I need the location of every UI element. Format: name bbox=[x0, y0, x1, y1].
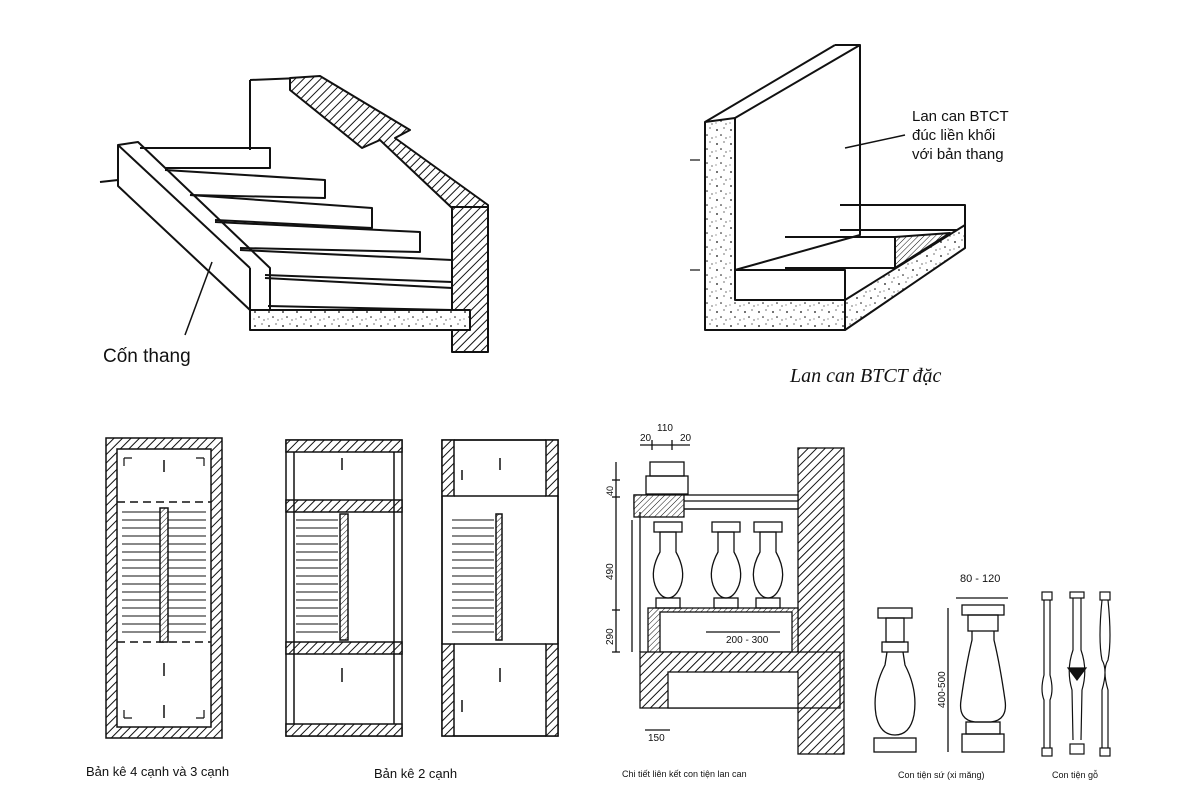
dim-400-500: 400-500 bbox=[937, 671, 948, 708]
baluster-1 bbox=[652, 521, 684, 609]
baluster-connection-detail bbox=[612, 440, 845, 755]
cement-baluster-a bbox=[873, 607, 917, 753]
plan-2-edges-a bbox=[285, 439, 403, 737]
balustrade-edge-concrete bbox=[704, 117, 846, 331]
wood-baluster-2 bbox=[1066, 591, 1088, 755]
landing-slab-concrete bbox=[249, 309, 471, 331]
dim-20-right: 20 bbox=[680, 433, 692, 444]
baluster-3 bbox=[752, 521, 784, 609]
caption-con-tien-go: Con tiện gỗ bbox=[1052, 770, 1098, 780]
stair-stringer-drawing bbox=[99, 75, 489, 353]
wood-baluster-3 bbox=[1099, 591, 1111, 757]
caption-chi-tiet: Chi tiết liên kết con tiện lan can bbox=[622, 769, 747, 779]
label-lan-can-line1: Lan can BTCT bbox=[912, 108, 1009, 125]
dim-150: 150 bbox=[648, 733, 665, 744]
dim-80-120: 80 - 120 bbox=[960, 573, 1000, 585]
wood-baluster-1 bbox=[1041, 591, 1053, 757]
label-lan-can-line3: với bản thang bbox=[912, 146, 1004, 163]
caption-ban-ke-4-3: Bản kê 4 cạnh và 3 cạnh bbox=[86, 764, 229, 779]
cement-baluster-b bbox=[959, 604, 1007, 753]
caption-lan-can-btct-dac: Lan can BTCT đặc bbox=[789, 365, 941, 387]
baluster-2 bbox=[710, 521, 742, 609]
caption-ban-ke-2: Bản kê 2 cạnh bbox=[374, 766, 457, 781]
cement-baluster-drawings bbox=[873, 597, 1008, 753]
plan-2-edges-b bbox=[441, 439, 559, 737]
dim-20-left: 20 bbox=[640, 433, 652, 444]
dim-290: 290 bbox=[605, 628, 616, 645]
wood-baluster-drawings bbox=[1041, 591, 1111, 757]
solid-balustrade-drawing bbox=[690, 44, 966, 331]
dim-110: 110 bbox=[657, 423, 673, 434]
dim-200-300: 200 - 300 bbox=[726, 635, 769, 646]
label-lan-can-line2: đúc liền khối bbox=[912, 127, 995, 144]
plan-4-3-edges bbox=[105, 437, 223, 739]
dim-40: 40 bbox=[605, 486, 615, 496]
caption-con-tien-su: Con tiện sứ (xi măng) bbox=[898, 770, 985, 780]
dim-490: 490 bbox=[605, 563, 616, 580]
label-con-thang: Cốn thang bbox=[103, 346, 191, 367]
